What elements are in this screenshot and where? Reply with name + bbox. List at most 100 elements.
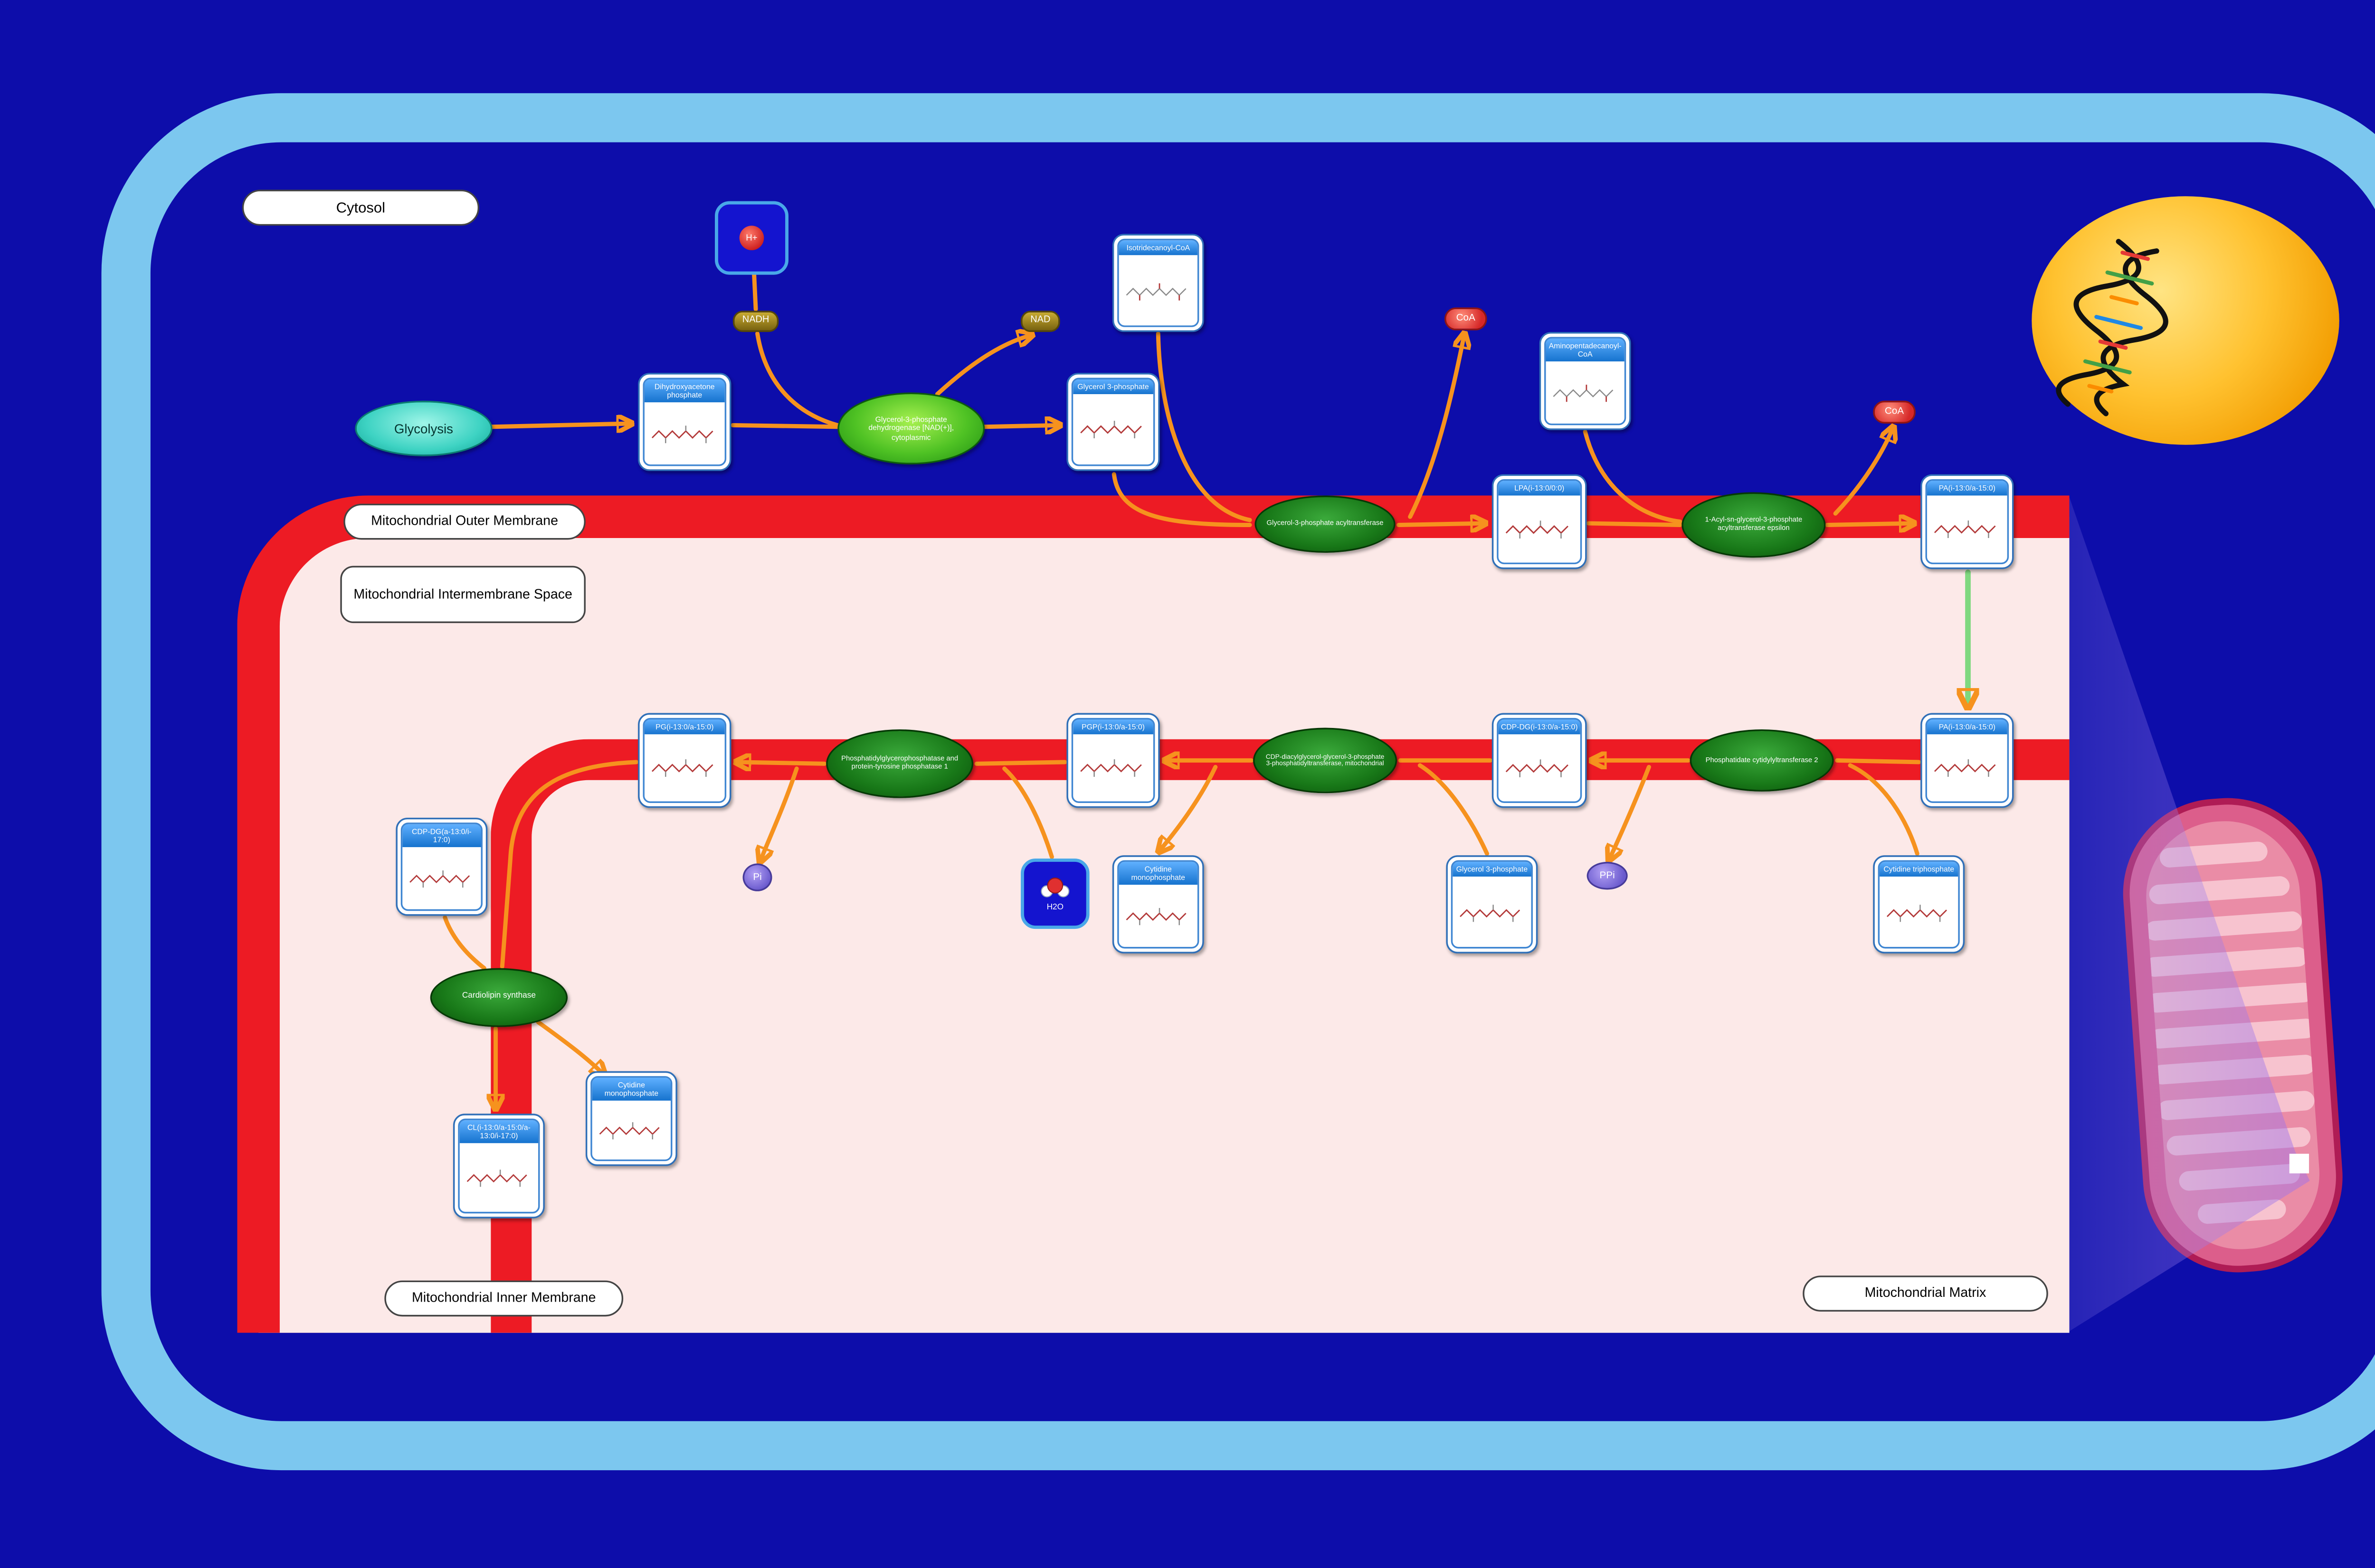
node-agpat-enzyme[interactable]: 1-Acyl-sn-glycerol-3-phosphate acyltrans… [1682,492,1826,558]
metabolite-label: PA(i-13:0/a-15:0) [1926,480,2008,496]
compartment-label-intermembrane-space: Mitochondrial Intermembrane Space [340,566,586,623]
metabolite-label: Glycerol 3-phosphate [1452,861,1532,877]
arrow-gpat-to-coa [1408,335,1464,519]
node-coa-1[interactable]: CoA [1444,307,1487,331]
node-cardiolipin-synthase-enzyme[interactable]: Cardiolipin synthase [430,968,568,1027]
metabolite-label: Glycerol 3-phosphate [1072,378,1154,394]
arrow-g3p2-to-pgps [1417,763,1489,856]
arrow-agpat-to-coa [1833,428,1893,516]
structure-thumbnail [1118,255,1198,326]
arrow-hplus-to-nadh [752,273,758,312]
arrow-cdpdg2-to-crls [443,915,486,971]
metabolite-label: CL(i-13:0/a-15:0/a-13:0/i-17:0) [459,1119,539,1144]
node-water[interactable]: H2O [1020,859,1090,929]
arrow-cds-to-ppi [1610,765,1651,859]
arrow-ptpmt1-to-pi [760,766,799,860]
water-molecule-icon [1041,877,1070,897]
arrow-pa-to-cds [1835,758,1921,765]
enzyme-label: Cardiolipin synthase [462,991,536,1001]
node-coa-2[interactable]: CoA [1873,400,1916,424]
node-ctp[interactable]: Cytidine triphosphate [1873,855,1965,954]
node-pi[interactable]: Pi [742,863,772,891]
structure-thumbnail [402,848,482,910]
node-nad[interactable]: NAD [1020,311,1060,332]
node-ptpmt1-enzyme[interactable]: Phosphatidylglycerophosphatase and prote… [826,729,974,798]
enzyme-label: CDP-diacylglycerol-glycerol-3-phosphate … [1265,751,1385,767]
enzyme-label: Phosphatidylglycerophosphatase and prote… [841,754,959,771]
node-gpat-enzyme[interactable]: Glycerol-3-phosphate acyltransferase [1254,495,1396,553]
node-aminopentadecanoyl-coa[interactable]: Aminopentadecanoyl-CoA [1539,332,1631,430]
metabolite-label: PGP(i-13:0/a-15:0) [1072,718,1154,735]
metabolite-label: LPA(i-13:0/0:0) [1498,480,1581,496]
node-pg[interactable]: PG(i-13:0/a-15:0) [638,713,732,808]
compartment-label-outer-membrane: Mitochondrial Outer Membrane [343,503,586,540]
enzyme-label: Phosphatidate cytidylyltransferase 2 [1705,755,1818,763]
node-gpd1-enzyme[interactable]: Glycerol-3-phosphate dehydrogenase [NAD(… [837,392,985,465]
node-cmp-1[interactable]: Cytidine monophosphate [1112,855,1204,954]
structure-thumbnail [1879,877,1959,947]
pathway-label: Glycolysis [394,421,453,436]
node-pgps-enzyme[interactable]: CDP-diacylglycerol-glycerol-3-phosphate … [1253,727,1397,793]
arrow-dhap-to-gpd1 [731,423,842,429]
arrow-ptpmt1-to-pg [738,762,827,764]
arrow-gpd1-to-nad [935,335,1030,397]
structure-thumbnail [1498,496,1581,564]
arrow-gpat-to-lpa [1396,523,1484,525]
arrow-glycolysis-to-dhap [488,424,630,427]
structure-thumbnail [1927,734,2008,802]
structure-thumbnail [1073,734,1154,802]
structure-thumbnail [644,734,725,802]
node-glycolysis[interactable]: Glycolysis [355,400,493,456]
structure-thumbnail [1073,394,1154,465]
arrow-g3p-to-gpat [1112,472,1252,527]
arrow-gpd1-to-g3p [981,425,1058,426]
arrow-nadh-to-gpd1 [755,331,840,427]
metabolite-label: Dihydroxyacetone phosphate [644,378,726,403]
metabolite-label: Cytidine monophosphate [1118,861,1198,886]
node-cdp-dg-2[interactable]: CDP-DG(a-13:0/i-17:0) [396,817,488,916]
arrow-lpa-to-agpat [1586,521,1682,527]
node-cds-enzyme[interactable]: Phosphatidate cytidylyltransferase 2 [1690,729,1834,792]
metabolite-label: CDP-DG(i-13:0/a-15:0) [1498,718,1581,735]
node-pgp[interactable]: PGP(i-13:0/a-15:0) [1066,713,1160,808]
compartment-label-cytosol: Cytosol [242,189,480,226]
node-ppi[interactable]: PPi [1586,861,1628,890]
compartment-label-matrix: Mitochondrial Matrix [1803,1275,2048,1312]
arrow-pgps-to-cmp [1160,765,1218,850]
arrow-crls-to-cmp2 [536,1020,604,1074]
compartment-label-inner-membrane: Mitochondrial Inner Membrane [384,1280,624,1317]
water-label: H2O [1046,903,1064,913]
node-dhap[interactable]: Dihydroxyacetone phosphate [638,373,732,471]
node-pa-outer[interactable]: PA(i-13:0/a-15:0) [1920,474,2014,569]
structure-thumbnail [644,403,725,465]
node-nadh[interactable]: NADH [732,311,779,332]
node-lpa[interactable]: LPA(i-13:0/0:0) [1492,474,1587,569]
node-pa-inner[interactable]: PA(i-13:0/a-15:0) [1920,713,2014,808]
cell-membrane [101,93,2375,1471]
dna-icon [2056,239,2168,416]
node-glycerol-3-phosphate-cytosol[interactable]: Glycerol 3-phosphate [1066,373,1160,471]
metabolite-label: Isotridecanoyl-CoA [1118,239,1198,255]
metabolite-label: PG(i-13:0/a-15:0) [644,718,726,735]
node-proton[interactable]: H+ [714,201,788,275]
arrow-ctp-to-cds [1848,763,1919,856]
node-cardiolipin[interactable]: CL(i-13:0/a-15:0/a-13:0/i-17:0) [453,1114,545,1219]
structure-thumbnail [591,1101,671,1160]
metabolite-label: Aminopentadecanoyl-CoA [1545,338,1625,362]
structure-thumbnail [1118,886,1198,948]
enzyme-label: 1-Acyl-sn-glycerol-3-phosphate acyltrans… [1705,515,1803,532]
node-isotridecanoyl-coa[interactable]: Isotridecanoyl-CoA [1112,234,1204,332]
structure-thumbnail [1927,496,2008,564]
node-cmp-2[interactable]: Cytidine monophosphate [585,1071,677,1166]
structure-thumbnail [1545,362,1625,425]
arrow-h2o-to-ptpmt1 [1002,766,1054,860]
arrow-pg-to-crls [500,760,639,969]
metabolite-label: Cytidine monophosphate [591,1077,672,1102]
arrow-agpat-to-pa [1825,523,1912,525]
metabolite-label: Cytidine triphosphate [1879,861,1959,877]
node-glycerol-3-phosphate-matrix[interactable]: Glycerol 3-phosphate [1446,855,1538,954]
node-cdp-dg-1[interactable]: CDP-DG(i-13:0/a-15:0) [1492,713,1587,808]
